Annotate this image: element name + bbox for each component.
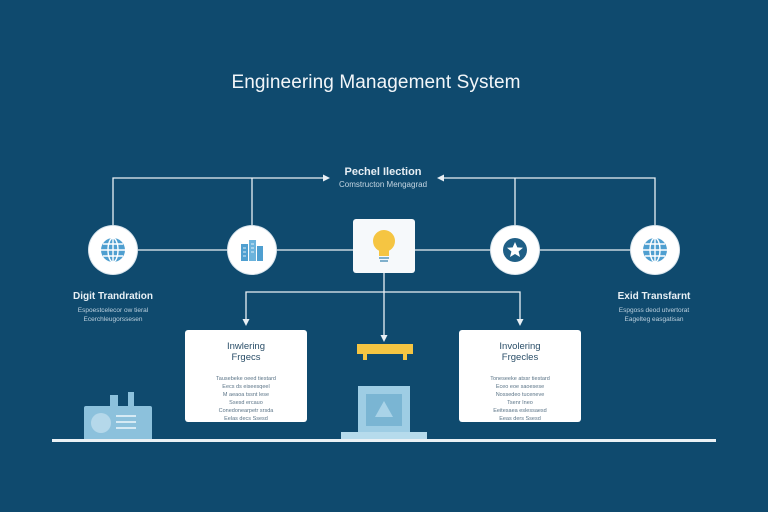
- card-right-title-1: Involering: [499, 341, 541, 352]
- node-buildings: [228, 226, 276, 274]
- page-title: Engineering Management System: [231, 72, 521, 93]
- card-left-line: M aeaoa tssnt lese: [222, 392, 270, 398]
- card-right: Involering Frgecles Toneseeke atssr ties…: [459, 330, 581, 422]
- card-right-line: Eeas ders Ssesd: [499, 416, 541, 422]
- left-label-sub2: Ecerchleugorssesen: [83, 316, 143, 323]
- right-label-sub1: Espgoss deod utvertorat: [618, 307, 690, 314]
- globe-icon: [643, 237, 667, 263]
- card-left-line: Tausebeke oeed tiestard: [216, 376, 276, 382]
- top-label-title: Pechel Ilection: [344, 166, 422, 178]
- left-label-sub1: Espoestcelecor ow tieral: [77, 307, 149, 314]
- card-left: Inwlering Frgecs Tausebeke oeed tiestard…: [185, 330, 307, 422]
- card-right-title-2: Frgecles: [501, 352, 539, 363]
- globe-icon: [101, 237, 125, 263]
- node-globe-right: [631, 226, 679, 274]
- arrow-top-right: [437, 174, 444, 182]
- card-left-line: Eelas decs Ssesd: [224, 416, 268, 422]
- node-star-badge: [491, 226, 539, 274]
- card-left-line: Ssesd ercauo: [229, 400, 263, 406]
- shelf-bracket-illustration: [357, 344, 413, 360]
- arrow-down-center: [380, 335, 388, 342]
- card-left-line: Conedonearpetr srsda: [218, 408, 274, 414]
- node-globe-left: [89, 226, 137, 274]
- buildings-icon: [241, 240, 263, 261]
- central-hub: [353, 219, 415, 273]
- connector-top-left: [112, 177, 328, 227]
- left-label-title: Digit Trandration: [73, 291, 153, 302]
- card-right-line: Eceo eoe saoesese: [495, 384, 545, 390]
- card-right-line: Tsenr Ineo: [507, 400, 533, 406]
- top-label-subtitle: Comstructon Mengagrad: [338, 180, 428, 189]
- card-left-title-1: Inwlering: [226, 341, 266, 352]
- connector-branch: [245, 291, 521, 322]
- monitor-illustration: [358, 386, 410, 432]
- card-left-line: Eecs ds eiseesqeel: [222, 384, 270, 390]
- connector-top-right: [441, 177, 656, 227]
- machine-illustration: [84, 392, 152, 440]
- card-right-line: Nossedeo tuceneve: [495, 392, 545, 398]
- arrow-down-right: [516, 319, 524, 326]
- ground-line: [52, 439, 716, 442]
- card-right-line: Eeitesaea eslessaesd: [493, 408, 547, 414]
- monitor-base: [341, 432, 427, 440]
- right-label-title: Exid Transfarnt: [617, 291, 691, 302]
- lightbulb-icon: [373, 230, 395, 262]
- right-label-sub2: Eagelteg easgatisan: [624, 316, 684, 323]
- star-badge-icon: [503, 238, 527, 262]
- arrow-top-left: [323, 174, 330, 182]
- card-right-line: Toneseeke atssr tiestard: [490, 376, 550, 382]
- card-left-title-2: Frgecs: [231, 352, 261, 363]
- arrow-down-left: [242, 319, 250, 326]
